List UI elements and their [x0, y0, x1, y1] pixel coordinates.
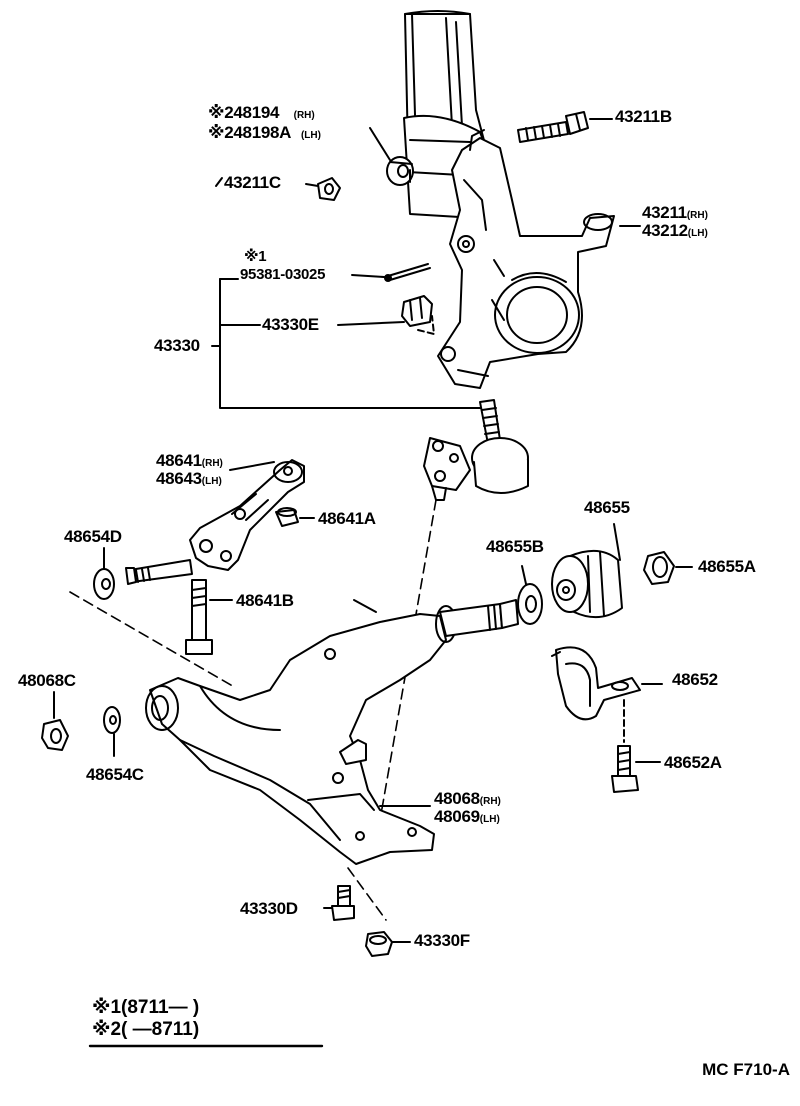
callout-48641a: 48641A: [318, 509, 376, 528]
bracket-48652: [551, 646, 641, 721]
bolt-43330d: [331, 885, 355, 921]
callout-43211: 43211(RH): [642, 203, 708, 222]
callout-48652a: 48652A: [664, 753, 722, 772]
callout-48641: 48641(RH): [156, 451, 223, 470]
bolt-43211b: [517, 111, 589, 143]
note-mark-1: ※1: [244, 248, 267, 265]
nut-43330f: [365, 931, 393, 957]
callout-43330: 43330: [154, 336, 200, 355]
strut-bar-48641: [125, 459, 305, 585]
callout-48652: 48652: [672, 670, 718, 689]
callout-48068: 48068(RH): [434, 789, 501, 808]
washer-48655a: [643, 551, 675, 585]
callout-43211c: 43211C: [224, 173, 281, 192]
bolt-48652a: [611, 745, 639, 793]
callout-43212: 43212(LH): [642, 221, 708, 240]
callout-48655a: 48655A: [698, 557, 756, 576]
callout-48654d: 48654D: [64, 527, 122, 546]
lower-control-arm: [145, 599, 457, 865]
callout-95381-03025: 95381-03025: [240, 266, 326, 283]
callout-43330f: 43330F: [414, 931, 470, 950]
callout-48643: 48643(LH): [156, 469, 222, 488]
callout-48655b: 48655B: [486, 537, 544, 556]
nut-48194: [386, 156, 414, 186]
diagram-code: MC F710-A: [702, 1060, 790, 1079]
nut-43211c: [317, 177, 341, 201]
nut-48068c: [41, 719, 69, 751]
washer-48655b: [517, 583, 543, 625]
callout-48655: 48655: [584, 498, 630, 517]
cotter-pin: [384, 263, 431, 282]
callout-43211b: 43211B: [615, 107, 672, 126]
nut-48641a: [275, 507, 299, 527]
washer-48654d: [93, 568, 115, 600]
callout-48654c: 48654C: [86, 765, 144, 784]
callout-48194: ※248194 (RH): [208, 103, 315, 122]
callout-43330d: 43330D: [240, 899, 298, 918]
steering-knuckle: [437, 129, 615, 389]
castle-nut-43330e: [401, 295, 433, 327]
arm-shaft: [439, 599, 519, 637]
callout-48069: 48069(LH): [434, 807, 500, 826]
bushing-48655: [551, 549, 623, 619]
callout-48641b: 48641B: [236, 591, 294, 610]
ball-joint: [423, 399, 529, 501]
washer-48654c: [103, 706, 121, 734]
callout-43330e: 43330E: [262, 315, 319, 334]
callout-48198a: ※248198A (LH): [208, 123, 321, 142]
footnote-1: ※1(8711― ): [92, 997, 200, 1018]
footnote-2: ※2( ―8711): [92, 1019, 200, 1040]
callout-48068c: 48068C: [18, 671, 76, 690]
bolt-48641b: [185, 579, 213, 655]
